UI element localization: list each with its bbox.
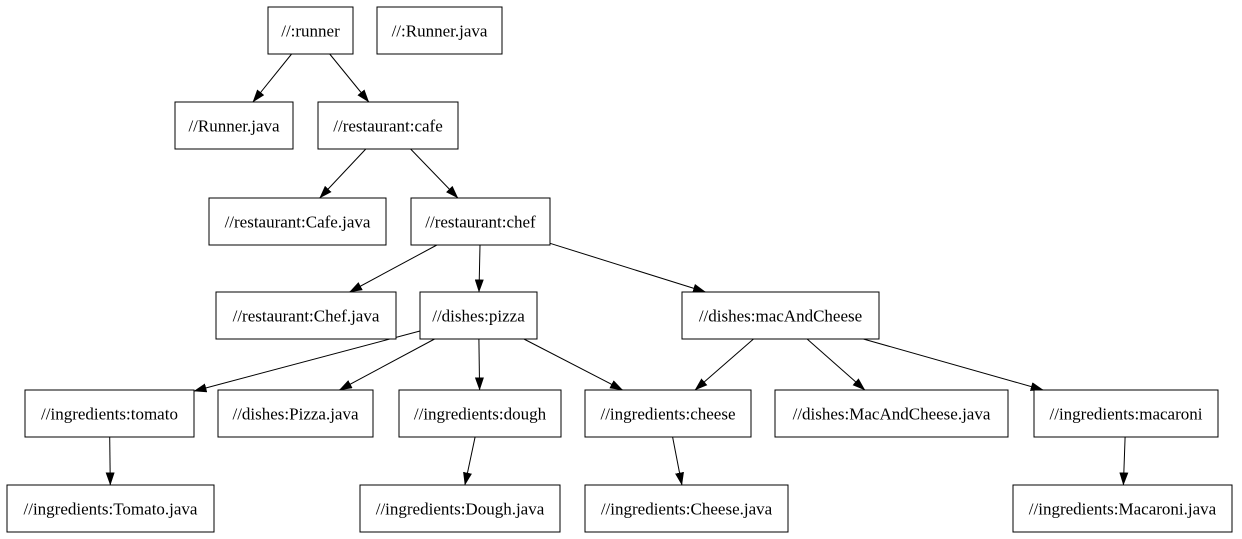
graph-node-macaroni: //ingredients:macaroni: [1033, 389, 1219, 438]
graph-node-runner-java: //Runner.java: [174, 101, 294, 150]
node-box-runner-java: [174, 101, 294, 150]
graph-node-runner-src: //:Runner.java: [376, 6, 503, 55]
node-label-tomato: //ingredients:tomato: [41, 405, 178, 424]
graph-edge-pizza-to-dough: [474, 338, 484, 391]
graph-edge-pizza-to-tomato: [193, 330, 421, 393]
node-box-mac-java: [774, 389, 1009, 438]
node-box-pizza-java: [217, 389, 374, 438]
graph-edge-chef-to-chef-java: [349, 244, 438, 293]
node-box-cheese: [584, 389, 752, 438]
node-label-cheese-java: //ingredients:Cheese.java: [601, 500, 773, 519]
graph-node-pizza: //dishes:pizza: [419, 291, 538, 340]
graph-edge-dough-to-dough-java: [463, 436, 476, 486]
graph-edge-runner-to-runner-java: [252, 53, 292, 103]
graph-node-cafe-java: //restaurant:Cafe.java: [208, 197, 387, 246]
graph-edge-chef-to-mac: [549, 242, 706, 293]
node-label-cafe: //restaurant:cafe: [333, 117, 443, 136]
graph-node-cafe: //restaurant:cafe: [317, 101, 459, 150]
node-label-dough: //ingredients:dough: [414, 405, 547, 424]
node-box-cafe: [317, 101, 459, 150]
graph-node-chef-java: //restaurant:Chef.java: [215, 291, 397, 340]
node-label-chef-java: //restaurant:Chef.java: [233, 307, 380, 326]
edges-layer: [105, 53, 1129, 486]
graph-node-dough-java: //ingredients:Dough.java: [359, 484, 561, 533]
node-box-cheese-java: [584, 484, 789, 533]
node-label-runner: //:runner: [281, 22, 340, 41]
graph-edge-runner-to-cafe: [329, 53, 370, 103]
graph-edge-pizza-to-pizza-java: [338, 338, 435, 391]
node-label-chef: //restaurant:chef: [425, 213, 536, 232]
graph-node-mac-java: //dishes:MacAndCheese.java: [774, 389, 1009, 438]
graph-edge-mac-to-cheese: [694, 338, 754, 391]
node-box-tomato: [24, 389, 195, 438]
node-label-mac: //dishes:macAndCheese: [699, 307, 862, 326]
node-box-runner: [267, 6, 354, 55]
node-label-macaroni: //ingredients:macaroni: [1050, 405, 1203, 424]
node-box-macaroni: [1033, 389, 1219, 438]
graph-edge-pizza-to-cheese: [523, 338, 624, 391]
node-label-runner-java: //Runner.java: [188, 117, 280, 136]
node-box-runner-src: [376, 6, 503, 55]
graph-node-chef: //restaurant:chef: [410, 197, 551, 246]
graph-edge-cheese-to-cheese-java: [672, 436, 684, 486]
graph-edge-mac-to-mac-java: [806, 338, 866, 391]
graph-node-runner: //:runner: [267, 6, 354, 55]
node-label-tomato-java: //ingredients:Tomato.java: [24, 500, 198, 519]
node-box-dough: [398, 389, 562, 438]
node-box-chef: [410, 197, 551, 246]
graph-edge-chef-to-pizza: [474, 244, 484, 293]
graph-node-macaroni-java: //ingredients:Macaroni.java: [1012, 484, 1233, 533]
graph-node-mac: //dishes:macAndCheese: [681, 291, 880, 340]
graph-edge-macaroni-to-macaroni-java: [1119, 436, 1129, 486]
nodes-layer: //:runner //:Runner.java //Runner.java //re…: [6, 6, 1233, 533]
graph-node-cheese-java: //ingredients:Cheese.java: [584, 484, 789, 533]
node-label-pizza-java: //dishes:Pizza.java: [232, 405, 359, 424]
graph-node-tomato: //ingredients:tomato: [24, 389, 195, 438]
node-label-mac-java: //dishes:MacAndCheese.java: [793, 405, 991, 424]
node-label-macaroni-java: //ingredients:Macaroni.java: [1029, 500, 1217, 519]
node-box-macaroni-java: [1012, 484, 1233, 533]
node-box-dough-java: [359, 484, 561, 533]
graph-edge-mac-to-macaroni: [863, 338, 1044, 391]
graph-node-cheese: //ingredients:cheese: [584, 389, 752, 438]
graph-node-dough: //ingredients:dough: [398, 389, 562, 438]
node-label-pizza: //dishes:pizza: [432, 307, 525, 326]
graph-edge-tomato-to-tomato-java: [105, 436, 115, 486]
node-box-pizza: [419, 291, 538, 340]
node-box-cafe-java: [208, 197, 387, 246]
node-label-cheese: //ingredients:cheese: [600, 405, 735, 424]
graph-node-tomato-java: //ingredients:Tomato.java: [6, 484, 215, 533]
graph-edge-cafe-to-chef: [410, 148, 459, 199]
node-box-mac: [681, 291, 880, 340]
node-box-tomato-java: [6, 484, 215, 533]
node-label-cafe-java: //restaurant:Cafe.java: [225, 213, 371, 232]
graph-edge-cafe-to-cafe-java: [319, 148, 367, 199]
graph-node-pizza-java: //dishes:Pizza.java: [217, 389, 374, 438]
node-label-runner-src: //:Runner.java: [392, 22, 488, 41]
node-box-chef-java: [215, 291, 397, 340]
node-label-dough-java: //ingredients:Dough.java: [376, 500, 545, 519]
